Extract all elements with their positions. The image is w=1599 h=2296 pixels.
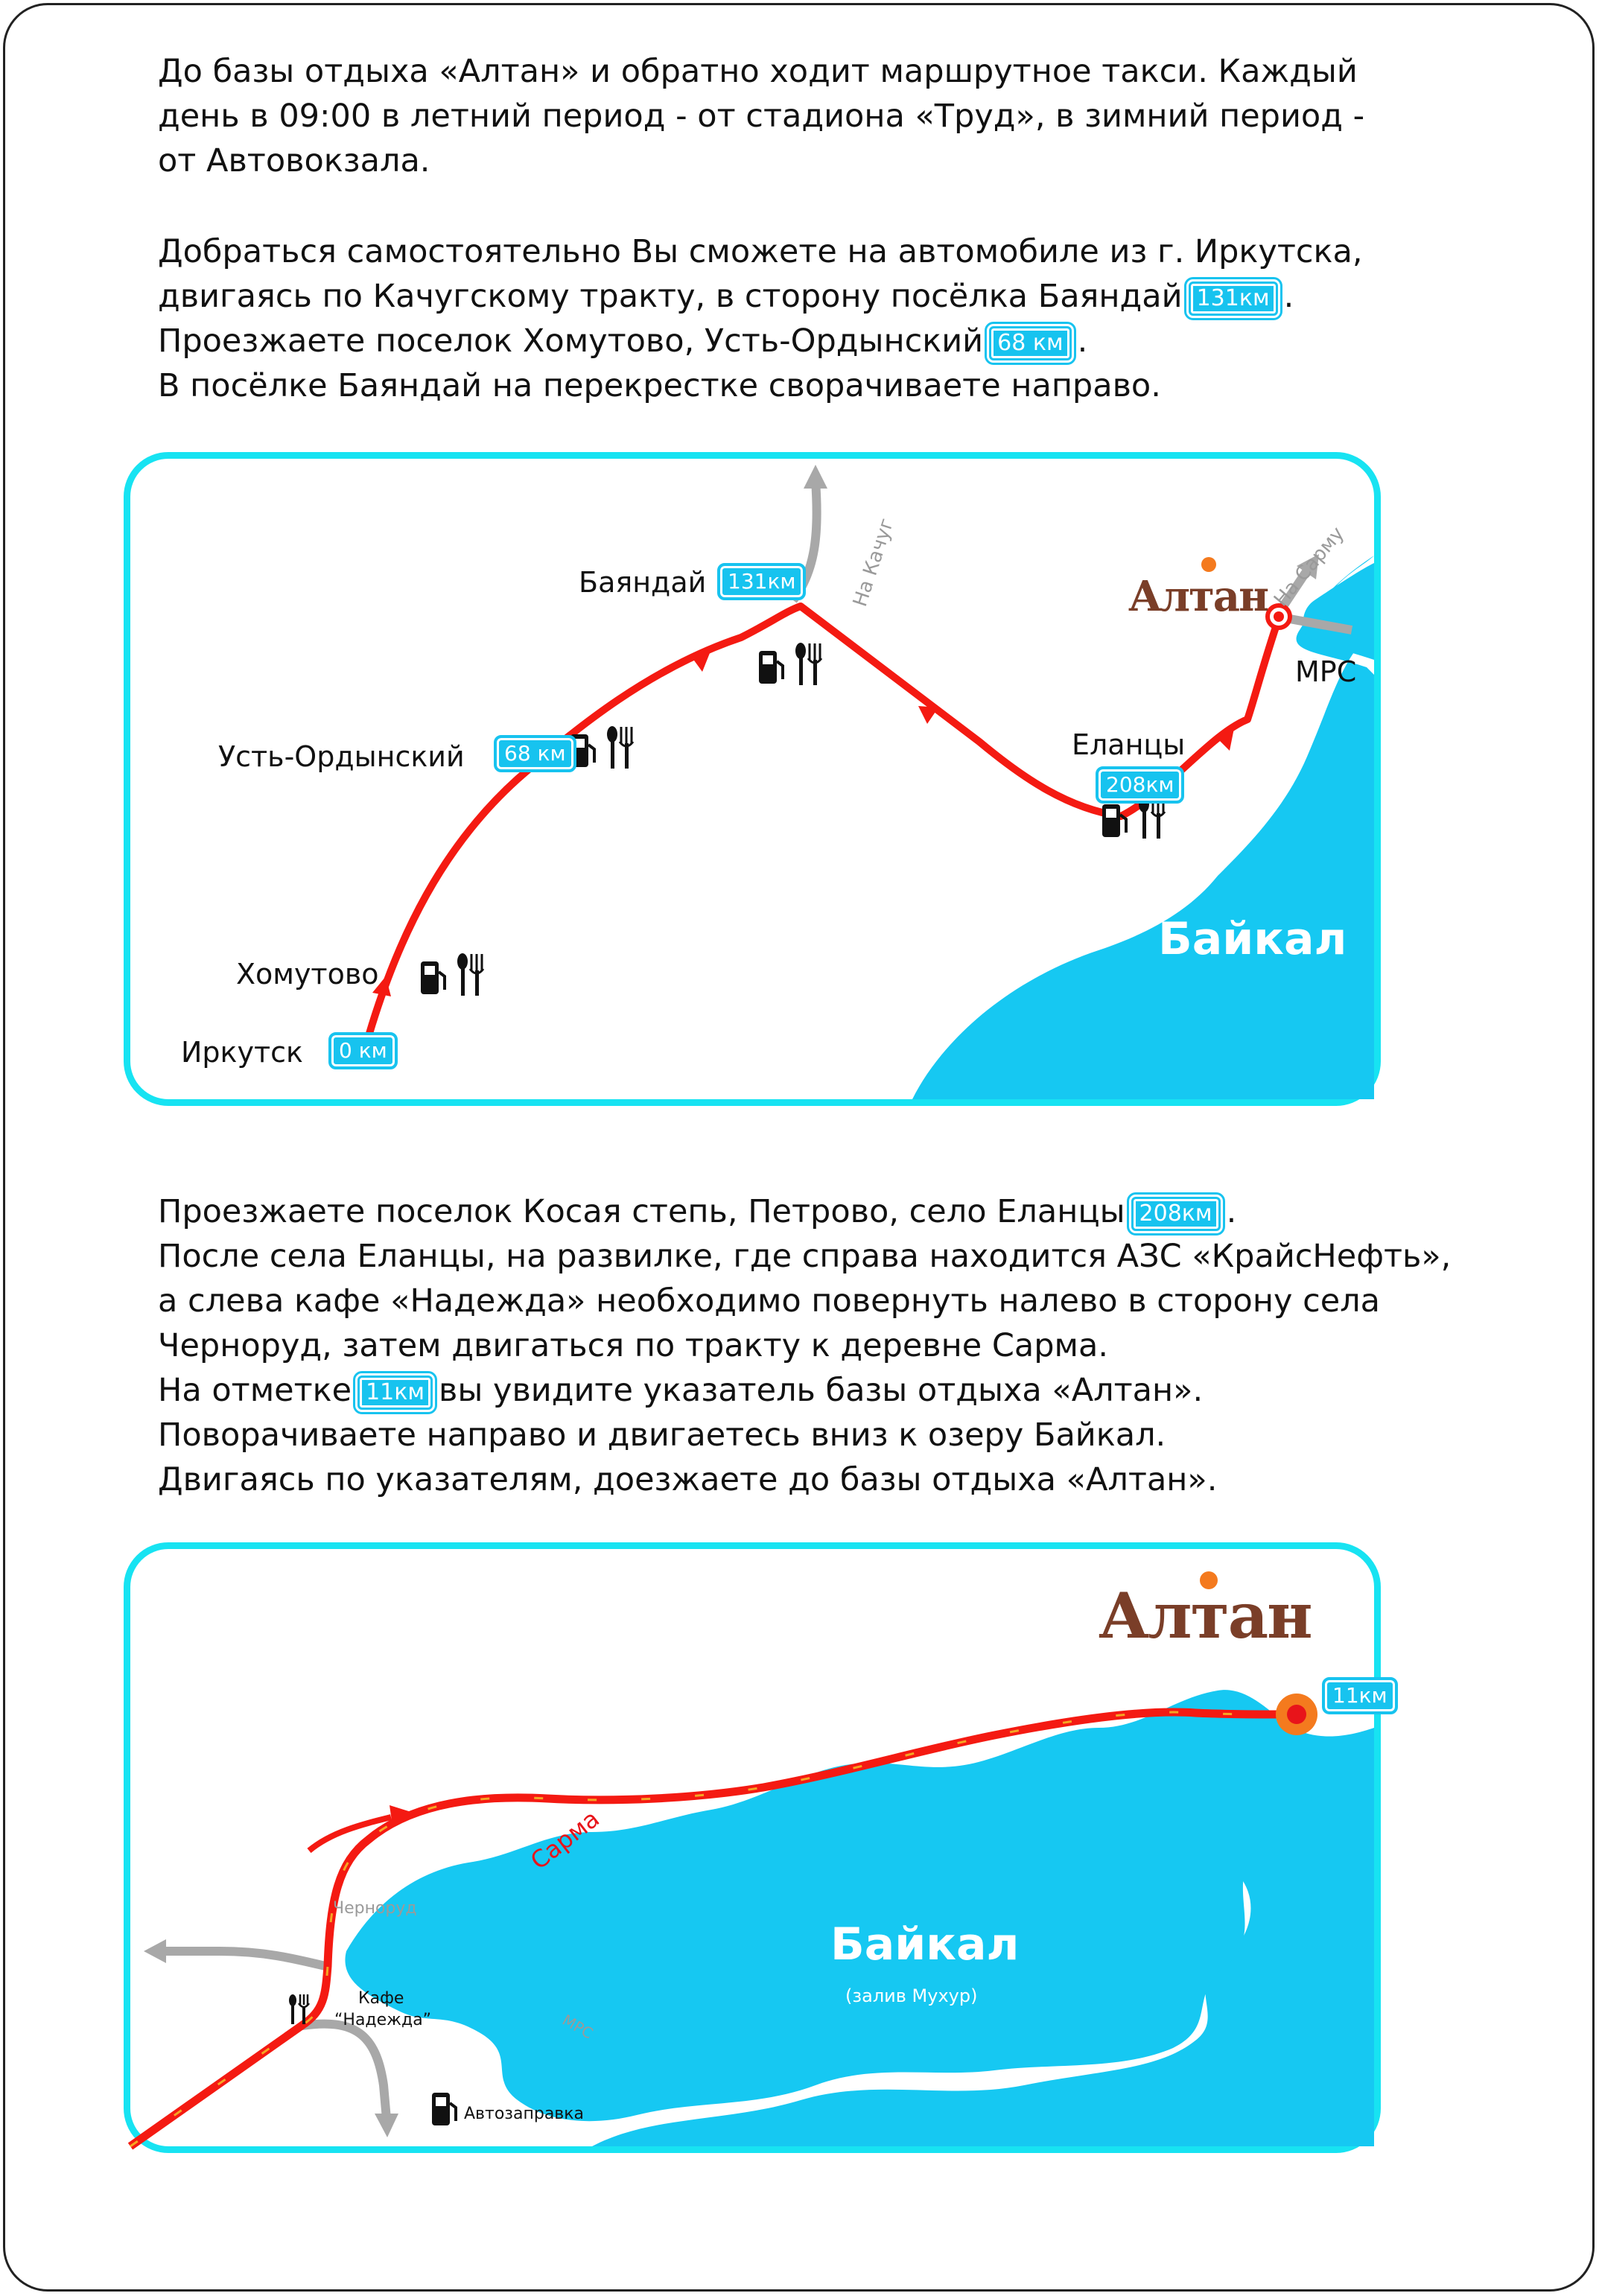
amenities-bayanday (757, 641, 823, 687)
town-elantsy: Еланцы (1072, 728, 1186, 761)
road-to-mrs-2 (301, 2019, 391, 2119)
label-mrs: МРС (1295, 655, 1357, 688)
lake-baikal-gulf-shape (592, 1772, 1374, 2146)
arrow-to-mrs (375, 2114, 398, 2137)
route-arrow (918, 706, 938, 724)
logo-sun-icon-2 (1200, 1571, 1218, 1589)
cafe-label-line-2: “Надежда” (334, 2011, 432, 2029)
fuel-pump-icon (432, 2093, 457, 2125)
direction-chernorud: Черноруд (333, 1899, 417, 1918)
lake-baikal-bay-shape (345, 1690, 1375, 2122)
directions2-line-1: Проезжаете поселок Косая степь, Петрово,… (158, 1189, 1498, 1236)
page-frame (3, 3, 1595, 2292)
amenities-khomutovo (421, 953, 485, 996)
route-map-1-drawing (365, 465, 1374, 1099)
directions2-line-4: Черноруд, затем двигаться по тракту к де… (158, 1327, 1109, 1364)
lake-baikal-shape (912, 556, 1374, 1099)
town-irkutsk: Иркутск (181, 1036, 303, 1069)
sarma-direction-arrow (307, 1814, 392, 1854)
intro-paragraph: До базы отдыха «Алтан» и обратно ходит м… (158, 49, 1498, 183)
route-arrow (1216, 728, 1234, 751)
arrow-to-kachug (804, 465, 827, 489)
sarma-arrow-head (390, 1805, 413, 1826)
directions-line-1: Добраться самостоятельно Вы сможете на а… (158, 233, 1363, 270)
route-arrow (372, 976, 391, 996)
km-sign-131: 131км (1183, 276, 1282, 320)
arrow-to-chernorud (144, 1939, 166, 1963)
intro-line-3: от Автовокзала. (158, 142, 430, 179)
period: . (1077, 322, 1088, 360)
directions-line-2-text: двигаясь по Качугскому тракту, в сторону… (158, 278, 1183, 315)
directions2-line-3: а слева кафе «Надежда» необходимо поверн… (158, 1282, 1381, 1320)
directions2-line-7: Двигаясь по указателям, доезжаете до баз… (158, 1461, 1218, 1498)
altan-logo: Алтан (1128, 572, 1269, 621)
km-sign-68: 68 км (985, 321, 1076, 365)
directions2-line-6: Поворачиваете направо и двигаетесь вниз … (158, 1416, 1166, 1454)
altan-location-dot-2 (1287, 1705, 1306, 1724)
arrow-to-sarma (1297, 554, 1319, 579)
directions2-line-5-rest: вы увидите указатель базы отдыха «Алтан»… (439, 1372, 1204, 1409)
directions-line-3: Проезжаете поселок Хомутово, Усть-Ордынс… (158, 319, 1498, 365)
gulf-mukhur-label: (залив Мухур) (845, 1985, 978, 2006)
km-sign-131-map: 131км (716, 563, 807, 600)
road-to-chernorud (160, 1947, 327, 1971)
main-route (365, 602, 1281, 1037)
km-sign-68-map: 68 км (494, 735, 576, 772)
logo-sun-icon (1201, 557, 1216, 572)
lake-baikal-label-2: Байкал (830, 1918, 1020, 1971)
km-sign-208: 208км (1126, 1192, 1225, 1236)
directions-paragraph-1: Добраться самостоятельно Вы сможете на а… (158, 229, 1498, 408)
directions-paragraph-2: Проезжаете поселок Косая степь, Петрово,… (158, 1189, 1498, 1502)
route-map-elantsy-altan: Алтан 11км Сарма Черноруд МРС Кафе “Наде… (124, 1542, 1398, 2153)
amenities-ust-ordynsky (569, 725, 635, 770)
km-sign-11-map: 11км (1322, 1677, 1398, 1714)
gas-station-label: Автозаправка (464, 2105, 585, 2123)
directions-line-3-text: Проезжаете поселок Хомутово, Усть-Ордынс… (158, 322, 984, 360)
route-arrow (690, 649, 711, 672)
period: . (1226, 1193, 1237, 1230)
main-route-2 (127, 1708, 1282, 2150)
directions-line-2: двигаясь по Качугскому тракту, в сторону… (158, 274, 1498, 320)
intro-line-2: день в 09:00 в летний период - от стадио… (158, 98, 1365, 135)
town-khomutovo: Хомутово (236, 958, 379, 990)
altan-logo-2: Алтан (1099, 1579, 1313, 1653)
cafe-label-line-1: Кафе (358, 1989, 404, 2008)
period: . (1283, 278, 1294, 315)
directions2-line-5-text: На отметке (158, 1372, 352, 1409)
km-sign-0: 0 км (328, 1032, 398, 1069)
town-ust-ordynsky: Усть-Ордынский (218, 740, 465, 773)
directions2-line-1-text: Проезжаете поселок Косая степь, Петрово,… (158, 1193, 1125, 1230)
altan-location-dot (1274, 611, 1284, 622)
cafe-icon (289, 1994, 311, 2024)
town-bayanday: Баяндай (579, 566, 707, 599)
directions2-line-2: После села Еланцы, на развилке, где спра… (158, 1238, 1452, 1275)
km-sign-11: 11км (353, 1370, 438, 1414)
lake-baikal-label: Байкал (1158, 913, 1347, 965)
amenities-elantsy (1101, 795, 1166, 840)
km-sign-208-map: 208км (1095, 766, 1185, 804)
route-map-2-drawing (127, 1571, 1375, 2150)
lake-baikal-inlet (1303, 563, 1374, 660)
route-map-irkutsk-bayanday-elantsy: Иркутск 0 км Хомутово Усть-Ордынский 68 … (124, 452, 1381, 1106)
intro-line-1: До базы отдыха «Алтан» и обратно ходит м… (158, 53, 1358, 90)
directions-line-4: В посёлке Баяндай на перекрестке сворачи… (158, 367, 1161, 404)
